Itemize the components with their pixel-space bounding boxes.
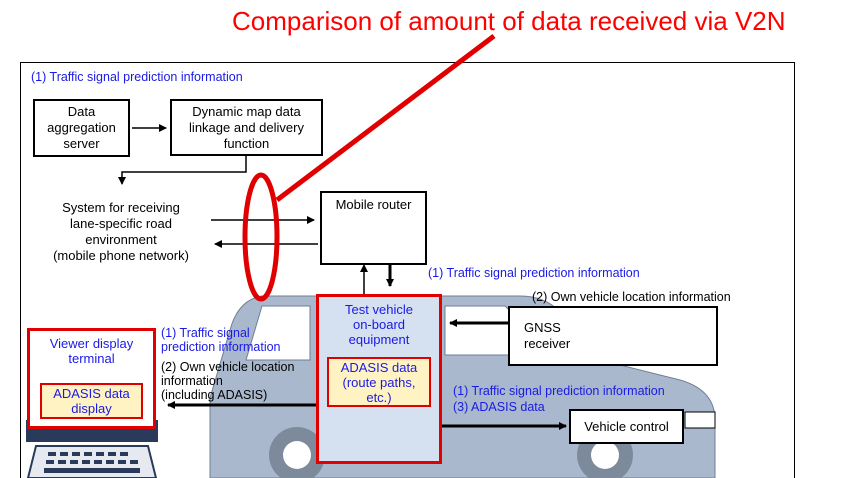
viewer-label: Viewer display terminal <box>49 336 134 366</box>
arrow-map-to-system <box>118 154 247 185</box>
label-viewer-signal: (1) Traffic signal prediction informatio… <box>161 326 281 354</box>
vehicle-control-box: Vehicle control <box>569 409 684 444</box>
callout-line <box>275 34 496 202</box>
frame-heading: (1) Traffic signal prediction informatio… <box>31 70 243 84</box>
label-gnss-to-vehicle: (2) Own vehicle location information <box>532 290 731 304</box>
label-control-adasis: (3) ADASIS data <box>453 400 545 414</box>
highlight-ellipse <box>242 172 280 302</box>
vehicle-tail-light <box>684 411 716 429</box>
lane-system-box: System for receiving lane-specific road … <box>53 200 189 263</box>
test-vehicle-label: Test vehicle on-board equipment <box>345 302 413 347</box>
gnss-receiver-box: GNSS receiver <box>508 306 718 366</box>
viewer-display-terminal-box: Viewer display terminal ADASIS data disp… <box>27 328 156 429</box>
diagram-title-row: Comparison of amount of data received vi… <box>0 4 853 44</box>
diagram-frame <box>20 62 795 478</box>
vehicle-wheel-left <box>269 427 325 478</box>
label-control-signal: (1) Traffic signal prediction informatio… <box>453 384 665 398</box>
adasis-data-box: ADASIS data (route paths, etc.) <box>327 357 431 407</box>
mobile-router-box: Mobile router <box>320 191 427 265</box>
data-aggregation-server-box: Data aggregation server <box>33 99 130 157</box>
diagram-title: Comparison of amount of data received vi… <box>232 6 786 36</box>
adasis-display-box: ADASIS data display <box>40 383 143 419</box>
label-router-to-vehicle: (1) Traffic signal prediction informatio… <box>428 266 640 280</box>
dynamic-map-box: Dynamic map data linkage and delivery fu… <box>170 99 323 156</box>
test-vehicle-equipment-box: Test vehicle on-board equipment ADASIS d… <box>316 294 442 464</box>
label-viewer-location: (2) Own vehicle location information (in… <box>161 360 295 402</box>
